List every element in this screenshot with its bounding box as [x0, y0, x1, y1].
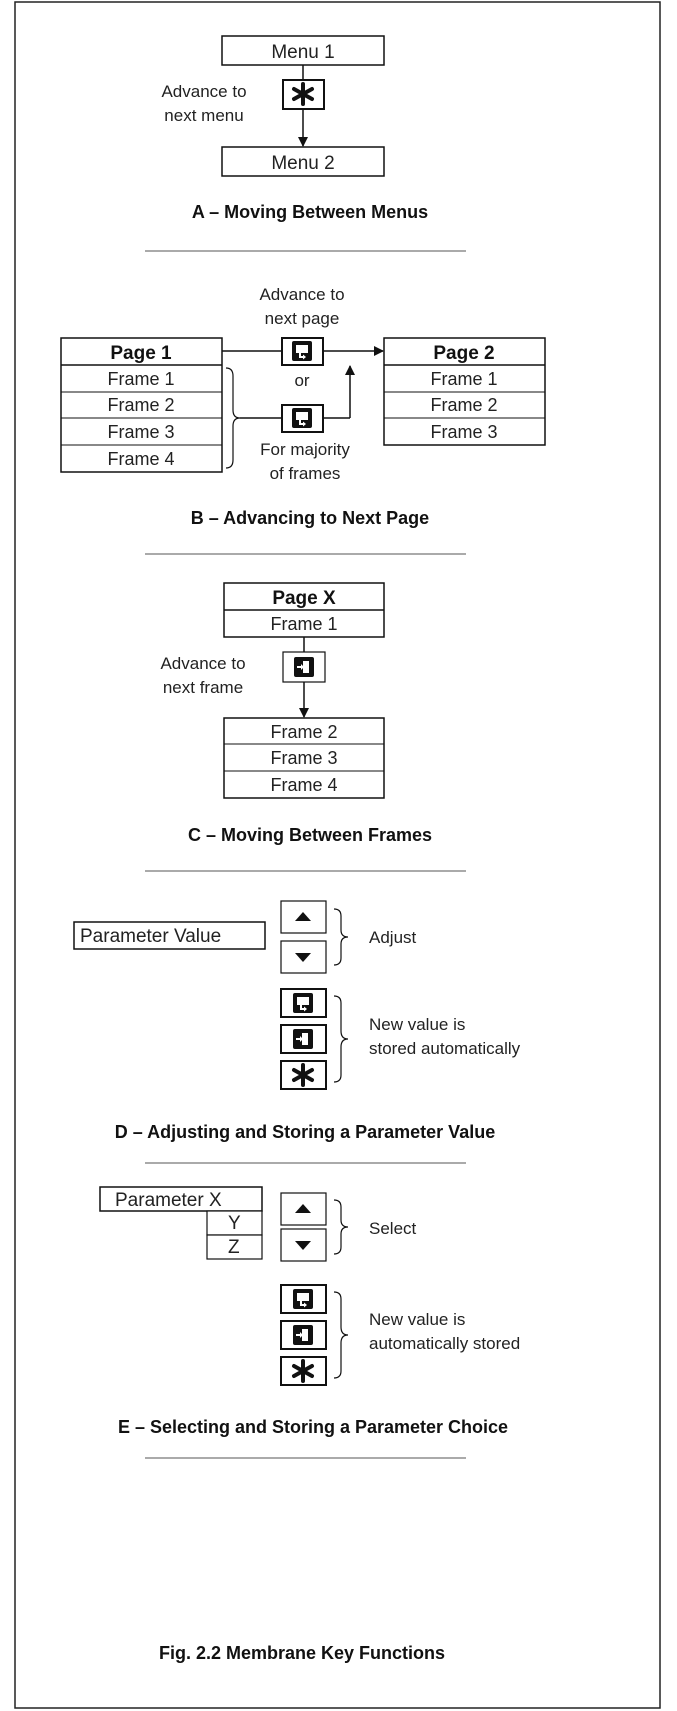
page-advance-icon — [292, 992, 314, 1014]
caption-d: D – Adjusting and Storing a Parameter Va… — [115, 1122, 495, 1142]
frame-advance-icon — [293, 656, 315, 678]
page-advance-icon — [291, 340, 313, 362]
brace — [333, 908, 349, 966]
section-a: Menu 1 Advance to next menu Menu 2 A – M… — [161, 35, 428, 222]
option-label: Y — [228, 1213, 241, 1234]
caption-e: E – Selecting and Storing a Parameter Ch… — [118, 1417, 508, 1437]
section-c: Page X Frame 1 Advance to next frame Fra… — [160, 582, 432, 845]
frame-advance-icon — [292, 1324, 314, 1346]
menu-note-line1: Advance to — [161, 82, 246, 101]
menu-note-line2: next menu — [164, 106, 243, 125]
store-note-line1: New value is — [369, 1310, 465, 1329]
page-note-bottom-line2: of frames — [270, 464, 341, 483]
caption-c: C – Moving Between Frames — [188, 825, 432, 845]
option-y-box — [206, 1210, 263, 1236]
frames-table — [223, 717, 385, 799]
page1-frame: Frame 4 — [107, 449, 174, 469]
brace — [225, 367, 241, 469]
option-label: Z — [228, 1237, 240, 1258]
page2-title: Page 2 — [433, 343, 494, 364]
frame-row: Frame 2 — [270, 722, 337, 742]
frame-advance-icon — [292, 1028, 314, 1050]
frame-row: Frame 3 — [270, 748, 337, 768]
page1-frame: Frame 1 — [107, 369, 174, 389]
parameter-x-label: Parameter X — [115, 1190, 222, 1211]
store-note-line2: stored automatically — [369, 1039, 521, 1058]
page1-table — [60, 337, 223, 473]
page-x-frame1: Frame 1 — [270, 614, 337, 634]
page-note-top-line2: next page — [265, 309, 340, 328]
figure-caption: Fig. 2.2 Membrane Key Functions — [159, 1643, 445, 1663]
section-e: Parameter X Y Z Select New value is auto… — [99, 1186, 520, 1437]
select-label: Select — [369, 1219, 417, 1238]
parameter-value-label: Parameter Value — [80, 926, 221, 947]
store-note-line1: New value is — [369, 1015, 465, 1034]
frame-note-line1: Advance to — [160, 654, 245, 673]
parameter-x-field — [99, 1186, 263, 1212]
down-key[interactable] — [280, 1228, 327, 1262]
caption-a: A – Moving Between Menus — [192, 202, 428, 222]
or-label: or — [294, 371, 309, 390]
page1-frame: Frame 3 — [107, 422, 174, 442]
page-x-title: Page X — [272, 588, 336, 609]
page-advance-icon — [291, 407, 313, 429]
page1-frame: Frame 2 — [107, 395, 174, 415]
page2-frame: Frame 1 — [430, 369, 497, 389]
page-note-bottom-line1: For majority — [260, 440, 350, 459]
menu1-label: Menu 1 — [271, 42, 334, 63]
frame-note-line2: next frame — [163, 678, 243, 697]
page1-title: Page 1 — [110, 343, 172, 364]
section-b: Advance to next page Page 1 Frame 1 Fram… — [60, 285, 546, 528]
menu2-box — [221, 146, 385, 177]
frame-row: Frame 4 — [270, 775, 337, 795]
menu2-label: Menu 2 — [271, 153, 334, 174]
store-note-line2: automatically stored — [369, 1334, 520, 1353]
parameter-value-field — [73, 921, 266, 950]
page2-frame: Frame 3 — [430, 422, 497, 442]
menu1-box — [221, 35, 385, 66]
brace — [333, 1199, 349, 1255]
page-advance-icon — [292, 1288, 314, 1310]
brace — [333, 995, 349, 1083]
brace — [333, 1291, 349, 1379]
page-note-top-line1: Advance to — [259, 285, 344, 304]
option-z-box — [206, 1234, 263, 1260]
caption-b: B – Advancing to Next Page — [191, 508, 429, 528]
page2-frame: Frame 2 — [430, 395, 497, 415]
page-border — [14, 1, 661, 1709]
section-d: Parameter Value Adjust New value is stor… — [73, 900, 521, 1142]
adjust-label: Adjust — [369, 928, 417, 947]
